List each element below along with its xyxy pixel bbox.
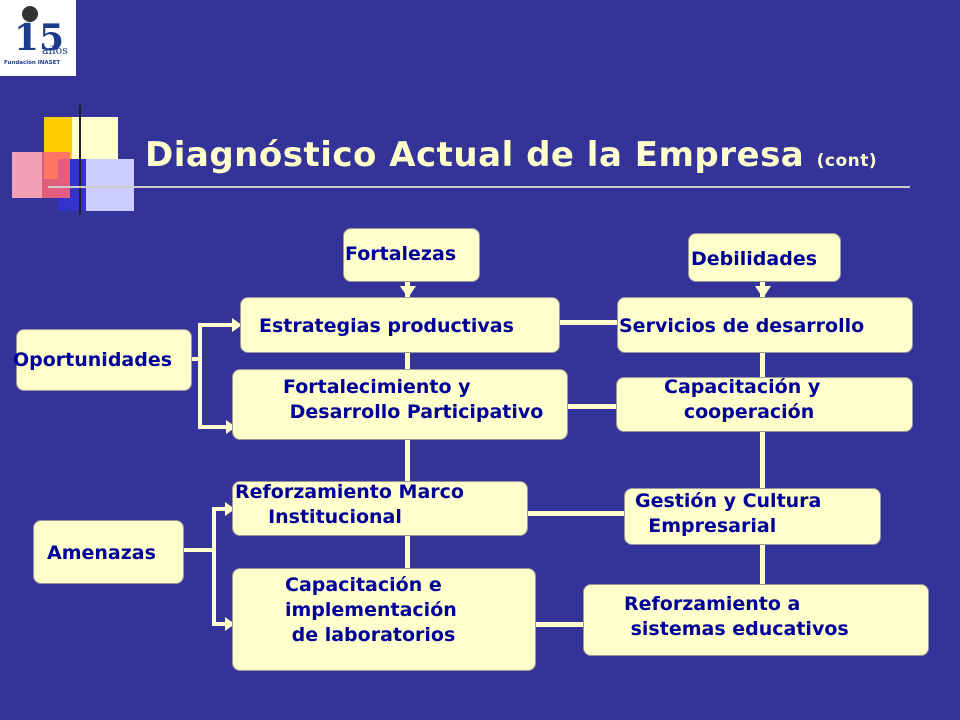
fortaleza-item-text: Fortalecimiento y Desarrollo Participati… <box>283 376 544 423</box>
logo-figure-icon <box>22 6 38 22</box>
logo-anos-text: años <box>42 44 68 57</box>
debilidad-item-text: Capacitación y cooperación <box>664 376 821 423</box>
arrow-right-icon <box>232 318 242 332</box>
debilidad-item: Gestión y Cultura Empresarial <box>624 488 881 545</box>
debilidad-item-text: Servicios de desarrollo <box>619 315 865 337</box>
fortaleza-item-text: Reforzamiento Marco Institucional <box>235 481 464 528</box>
debilidad-item-text: Reforzamiento a sistemas educativos <box>624 593 849 640</box>
fortaleza-item: Reforzamiento Marco Institucional <box>232 481 528 536</box>
arrow-down-icon <box>400 286 416 298</box>
logo-foundation-text: Fundación INASET <box>4 60 61 66</box>
debilidad-item: Servicios de desarrollo <box>617 297 913 353</box>
title-suffix: (cont) <box>816 151 878 171</box>
title-underline <box>48 186 910 188</box>
fortaleza-item-text: Estrategias productivas <box>259 315 514 337</box>
debilidad-item: Capacitación y cooperación <box>616 376 913 432</box>
oportunidades-box: Oportunidades <box>13 329 192 391</box>
fortaleza-item: Capacitación e implementación de laborat… <box>232 568 536 671</box>
company-logo: 15 años Fundación INASET <box>0 0 76 76</box>
oportunidades-label: Oportunidades <box>13 349 173 371</box>
arrow-right-icon <box>225 502 235 516</box>
title-main: Diagnóstico Actual de la Empresa <box>145 135 805 175</box>
debilidades-label: Debilidades <box>691 248 818 270</box>
page-title: Diagnóstico Actual de la Empresa (cont) <box>145 135 877 175</box>
fortaleza-item: Estrategias productivas <box>240 297 560 353</box>
amenazas-label: Amenazas <box>47 542 156 564</box>
fortalezas-header: Fortalezas <box>343 228 480 282</box>
arrow-right-icon <box>226 420 236 434</box>
amenazas-box: Amenazas <box>33 520 184 584</box>
debilidades-header: Debilidades <box>688 233 841 282</box>
arrow-right-icon <box>225 617 235 631</box>
fortaleza-item-text: Capacitación e implementación de laborat… <box>285 574 457 646</box>
debilidad-item: Reforzamiento a sistemas educativos <box>583 584 929 656</box>
arrow-down-icon <box>755 286 771 298</box>
decorative-squares <box>0 0 140 215</box>
fortalezas-label: Fortalezas <box>345 243 457 265</box>
fortaleza-item: Fortalecimiento y Desarrollo Participati… <box>232 369 568 440</box>
logo-number: 15 <box>14 17 65 59</box>
debilidad-item-text: Gestión y Cultura Empresarial <box>635 490 822 537</box>
